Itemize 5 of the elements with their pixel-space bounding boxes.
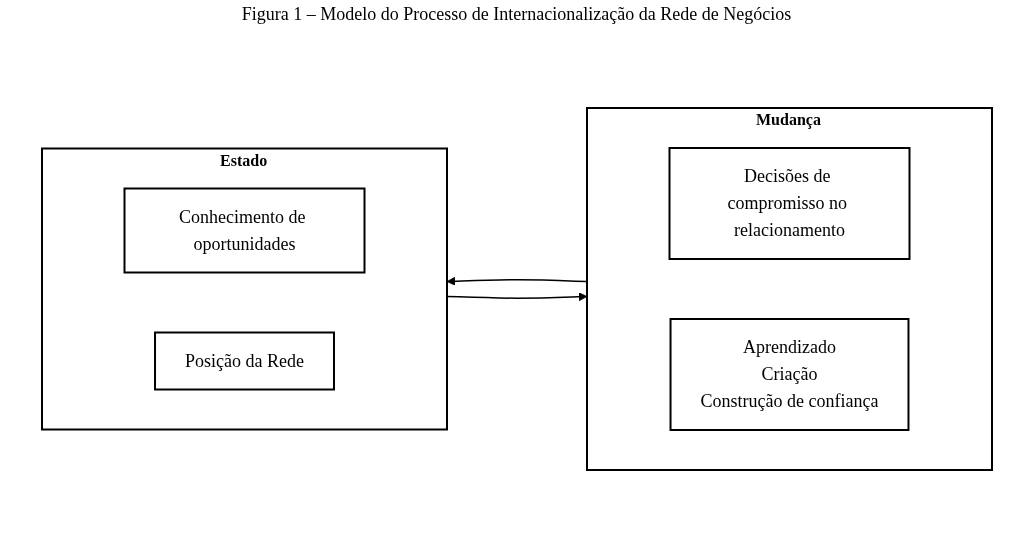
node-box: Aprendizado Criação Construção de confiança <box>669 318 909 431</box>
node-box: Conhecimento de oportunidades <box>123 187 365 274</box>
figure-title: Figura 1 – Modelo do Processo de Internacionalização da Rede de Negócios <box>240 3 793 26</box>
node-box: Decisões de compromisso no relacionamento <box>668 147 910 260</box>
node-box: Posição da Rede <box>153 331 335 391</box>
